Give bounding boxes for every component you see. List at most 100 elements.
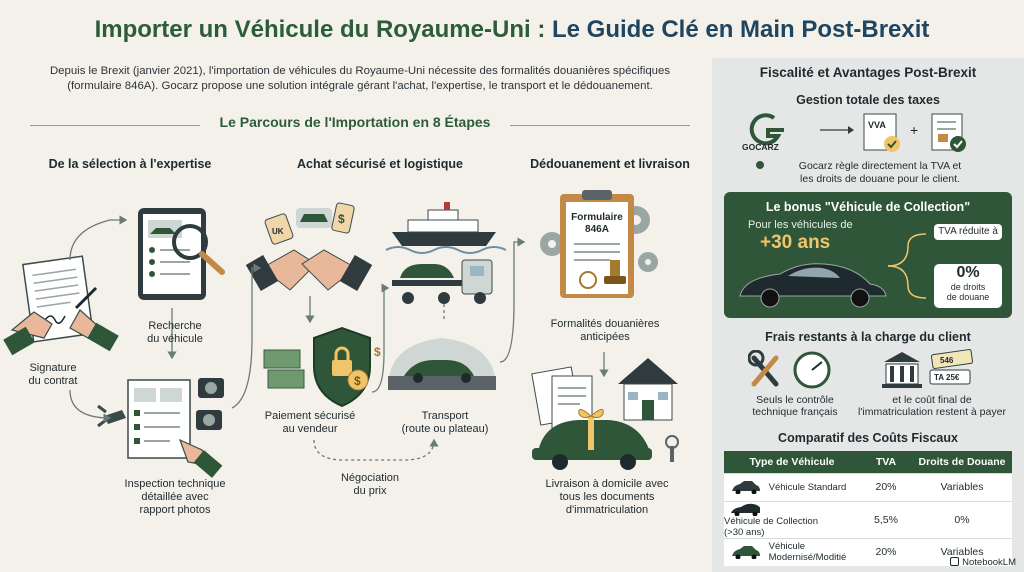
column-heading-purchase: Achat sécurisé et logistique: [296, 157, 464, 171]
plate-text-2: TA 25€: [934, 373, 960, 382]
classic-car-small-icon: [731, 503, 760, 516]
comparison-heading: Comparatif des Coûts Fiscaux: [778, 431, 958, 445]
building-icon: [882, 352, 922, 388]
step-formalities-caption: Formalités douanières anticipées: [530, 318, 680, 344]
step-signature-caption: Signature du contrat: [8, 362, 98, 388]
fees-left-line-1: Seuls le contrôle: [756, 394, 834, 406]
road-transport-icon: [388, 338, 496, 390]
taxes-desc-line-1: Gocarz règle directement la TVA et: [798, 160, 962, 172]
caption-line: tous les documents: [559, 491, 655, 503]
caption-line: Transport: [421, 410, 469, 422]
svg-text:$: $: [374, 345, 381, 359]
tax-flow-graphic: GOCARZ VVA +: [742, 113, 966, 152]
caption-line: du véhicule: [147, 333, 203, 345]
intro-line-1: Depuis le Brexit (janvier 2021), l'impor…: [49, 65, 671, 77]
duty-cell: 0%: [912, 500, 1012, 538]
process-title: Le Parcours de l'Importation en 8 Étapes: [200, 114, 510, 130]
comparison-table: Type de Véhicule TVA Droits de Douane Vé…: [724, 451, 1012, 566]
page-title: Importer un Véhicule du Royaume-Uni : Le…: [0, 16, 1024, 44]
zero-duty-line-1: de droits: [950, 282, 986, 292]
contract-signature-icon: [3, 255, 119, 356]
caption-line: anticipées: [580, 331, 630, 343]
caption-line: d'immatriculation: [565, 504, 649, 516]
customs-document-icon: [931, 113, 966, 152]
taxes-heading: Gestion totale des taxes: [796, 93, 940, 107]
form-label-line-1: Formulaire: [571, 212, 623, 223]
intro-text: Depuis le Brexit (janvier 2021), l'impor…: [20, 64, 700, 94]
notebook-icon: [950, 557, 960, 566]
caption-line: (route ou plateau): [401, 423, 489, 435]
caption-line: Inspection technique: [124, 478, 226, 490]
bullet-icon: [756, 161, 764, 169]
handshake-icon: UK $: [245, 202, 373, 291]
caption-line: Livraison à domicile avec: [545, 478, 669, 490]
registration-icon: 546 TA 25€: [882, 349, 974, 388]
table-row: Véhicule Standard 20% Variables: [724, 472, 1012, 501]
vehicle-line-2: Modernisé/Moditié: [768, 552, 847, 564]
caption-line: Recherche: [148, 320, 202, 332]
inspection-report-icon: [97, 378, 224, 478]
caption-line: Formalités douanières: [550, 318, 660, 330]
uk-tag: UK: [272, 227, 284, 236]
process-illustration: UK $ $ $: [3, 190, 679, 478]
form-label-line-2: 846A: [585, 224, 609, 235]
caption-line: au vendeur: [282, 423, 338, 435]
reduced-vat-pill: TVA réduite à: [934, 224, 1002, 240]
step-negotiation-caption: Négociation du prix: [320, 472, 420, 498]
classic-car-icon: [739, 263, 887, 308]
step-transport-caption: Transport (route ou plateau): [385, 410, 505, 436]
gocarz-logo-text: GOCARZ: [742, 142, 779, 152]
step-payment-caption: Paiement sécurisé au vendeur: [250, 410, 370, 436]
car-icon: [732, 481, 760, 494]
caption-line: du contrat: [28, 375, 78, 387]
tow-truck-icon: [392, 259, 493, 304]
step-search-caption: Recherche du véhicule: [130, 320, 220, 346]
step-inspection-caption: Inspection technique détaillée avec rapp…: [100, 478, 250, 517]
fees-left-text: Seuls le contrôle technique français: [740, 394, 850, 418]
fees-right-text: et le coût final de l'immatriculation re…: [850, 394, 1014, 418]
divider-right: [500, 125, 690, 126]
taxes-desc-line-2: les droits de douane pour le client.: [800, 173, 960, 185]
zero-duty-line-2: de douane: [946, 292, 990, 302]
intro-line-2: (formulaire 846A). Gocarz propose une so…: [67, 80, 653, 92]
home-delivery-icon: [531, 358, 679, 470]
secure-payment-shield-icon: $ $: [263, 326, 381, 408]
vehicle-cell: Véhicule Standard: [724, 472, 860, 501]
header-vehicle-type: Type de Véhicule: [724, 451, 860, 473]
vehicle-cell: Véhicule de Collection(>30 ans): [724, 500, 860, 538]
vat-cell: 20%: [860, 537, 912, 566]
column-heading-customs: Dédouanement et livraison: [530, 157, 690, 171]
duty-cell: Variables: [912, 537, 1012, 566]
license-plate-icon: 546 TA 25€: [929, 349, 974, 385]
caption-line: Négociation: [340, 472, 400, 484]
caption-line: rapport photos: [139, 504, 211, 516]
svg-text:$: $: [338, 212, 345, 226]
table-row: Véhicule de Collection(>30 ans) 5,5% 0%: [724, 500, 1012, 538]
vehicle-line-1: Véhicule Standard: [768, 481, 847, 493]
modified-car-icon: [732, 546, 760, 560]
vat-document-icon: VVA: [863, 113, 900, 152]
plate-text-1: 546: [940, 356, 954, 365]
table-header-row: Type de Véhicule TVA Droits de Douane: [724, 451, 1012, 473]
vehicle-line-2: (>30 ans): [724, 526, 765, 538]
caption-line: du prix: [353, 485, 387, 497]
fees-right-line-2: l'immatriculation restent à payer: [858, 406, 1006, 418]
vat-doc-label: VVA: [868, 120, 886, 130]
fees-left-line-2: technique français: [752, 406, 838, 418]
zero-duty-value: 0%: [956, 264, 980, 281]
divider-left: [30, 125, 210, 126]
caption-line: Paiement sécurisé: [264, 410, 356, 422]
bonus-branch-lines: [888, 233, 927, 299]
duty-cell: Variables: [912, 472, 1012, 501]
collection-bonus-heading: Le bonus "Véhicule de Collection": [765, 200, 971, 214]
fees-right-line-1: et le coût final de: [892, 394, 972, 406]
gauge-icon: [793, 351, 831, 389]
header-customs-duty: Droits de Douane: [912, 451, 1012, 473]
ferry-icon: [385, 202, 507, 254]
tablet-search-icon: [138, 208, 225, 300]
title-part-1: Importer un Véhicule du Royaume-Uni :: [94, 16, 552, 43]
plus-sign: +: [910, 122, 918, 138]
column-heading-selection: De la sélection à l'expertise: [48, 157, 212, 171]
customs-form-icon: Formulaire 846A: [540, 190, 658, 298]
